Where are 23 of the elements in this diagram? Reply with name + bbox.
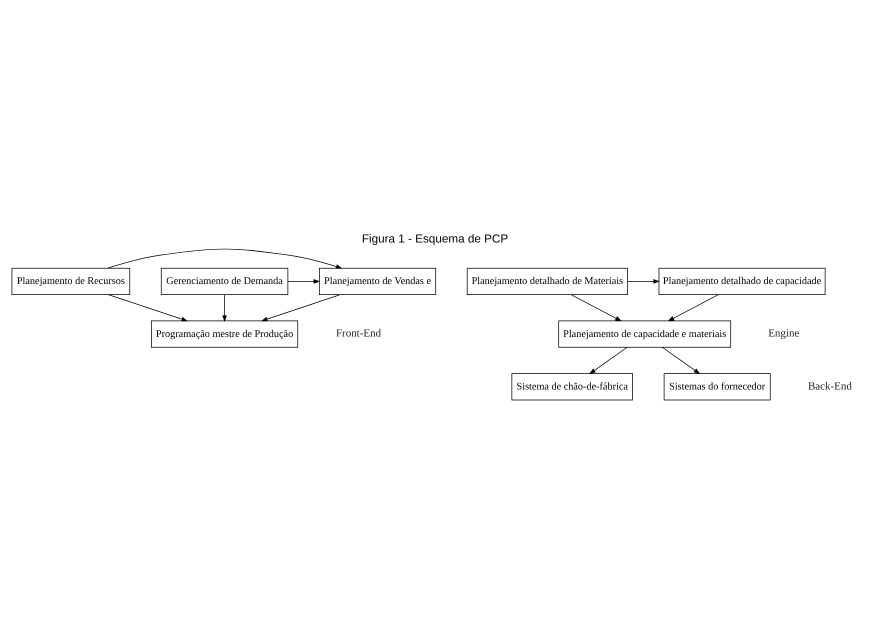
arrow xyxy=(662,346,700,374)
arrow xyxy=(222,294,226,322)
arrow xyxy=(667,294,718,321)
node-box: Sistema de chão-de-fábrica xyxy=(511,372,632,400)
node-box: Sistemas do fornecedor xyxy=(663,372,770,400)
label: Engine xyxy=(768,327,799,340)
label: Front-End xyxy=(335,327,381,340)
node-box: Planejamento detalhado de capacidade xyxy=(658,267,825,294)
arrow xyxy=(287,278,320,284)
node-box: Planejamento de capacidade e materiais xyxy=(558,320,731,348)
arrow xyxy=(260,294,340,321)
arrow xyxy=(570,294,622,321)
arrow xyxy=(106,248,342,268)
arrow xyxy=(588,346,627,374)
node-box: Planejamento de Recursos xyxy=(11,267,130,294)
node-box: Planejamento detalhado de Materiais xyxy=(466,267,628,294)
node-box: Planejamento de Vendas e xyxy=(318,267,436,294)
arrow xyxy=(626,278,660,284)
label: Back-End xyxy=(807,380,852,392)
node-box: Gerenciamento de Demanda xyxy=(160,267,288,294)
arrow xyxy=(107,294,188,321)
node-box: Programação mestre de Produção xyxy=(150,320,298,348)
diagram-title: Figura 1 - Esquema de PCP xyxy=(361,232,508,245)
